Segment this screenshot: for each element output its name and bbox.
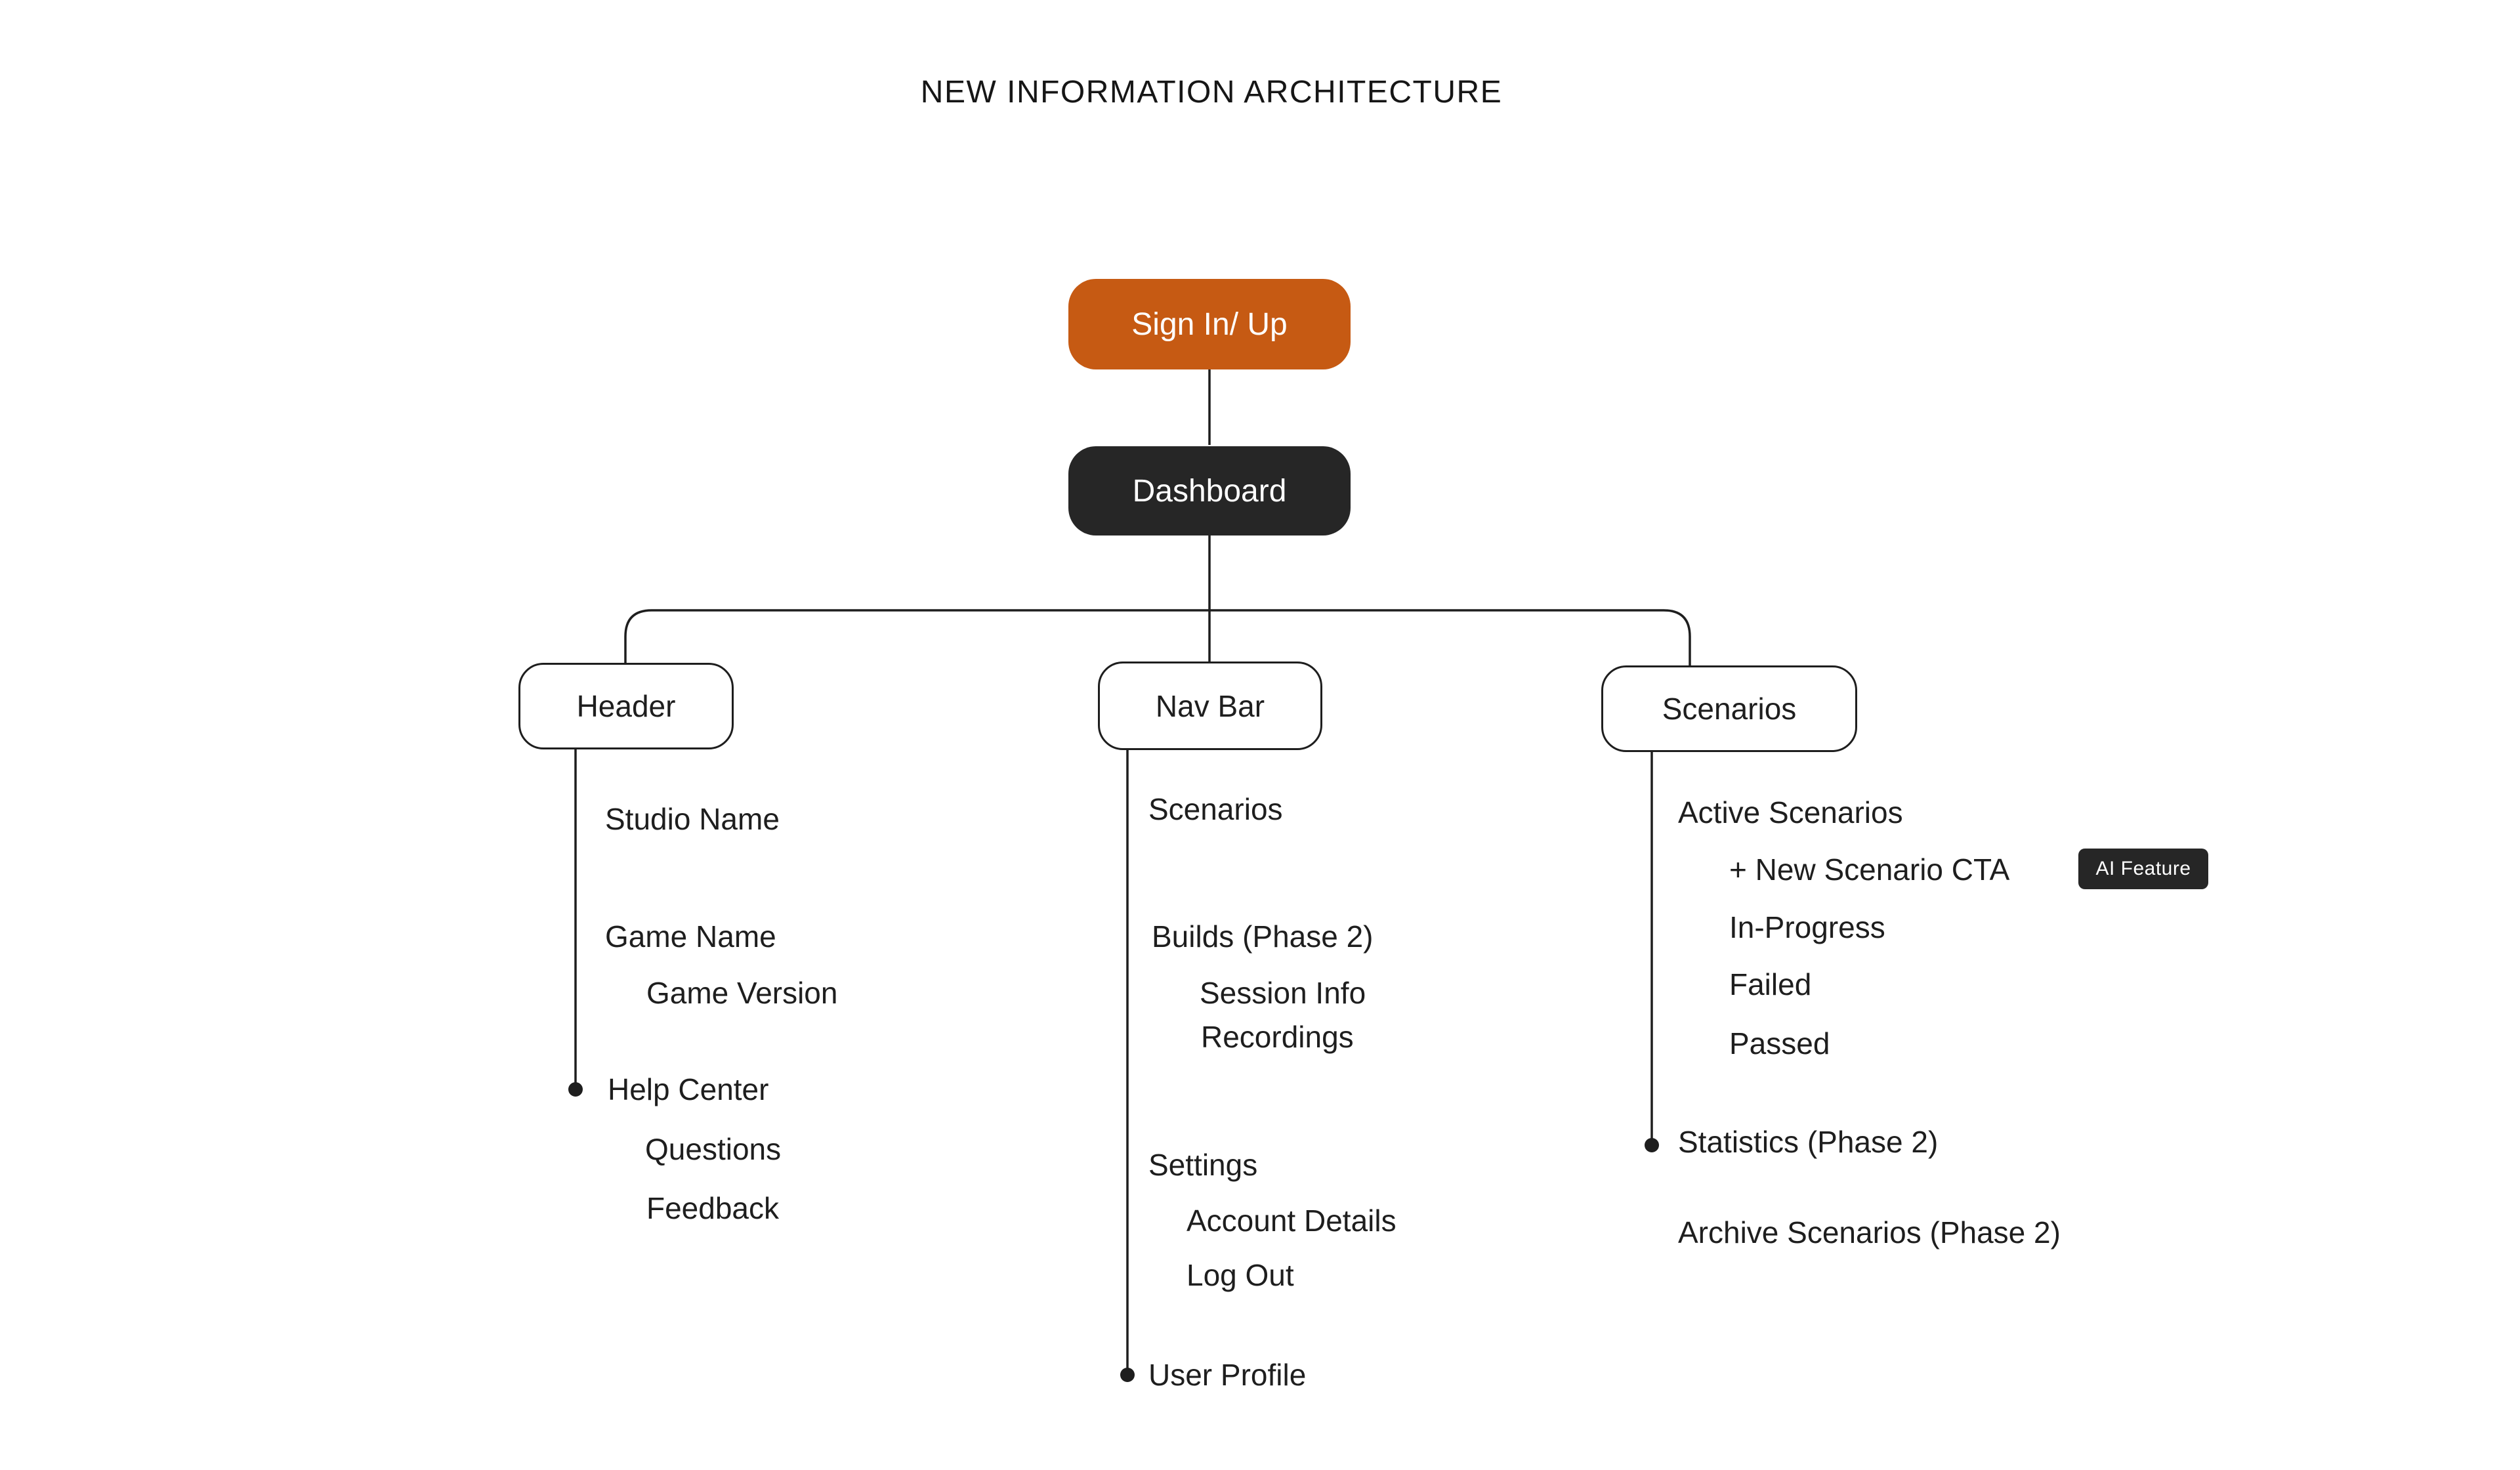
page-title: NEW INFORMATION ARCHITECTURE [920,75,1503,110]
item-passed: Passed [1729,1026,1830,1060]
ai-feature-badge: AI Feature [2078,849,2208,889]
item-builds: Builds (Phase 2) [1152,919,1374,954]
item-archive-scenarios: Archive Scenarios (Phase 2) [1678,1215,2061,1250]
sign-in-node[interactable]: Sign In/ Up [1068,279,1351,369]
item-user-profile: User Profile [1148,1358,1307,1392]
item-feedback: Feedback [646,1191,780,1225]
item-game-version: Game Version [646,976,838,1010]
item-new-scenario-cta[interactable]: + New Scenario CTA [1729,852,2010,887]
item-account-details: Account Details [1186,1204,1396,1238]
item-active-scenarios: Active Scenarios [1678,795,1903,830]
item-recordings: Recordings [1201,1020,1354,1054]
scenarios-node-label: Scenarios [1662,692,1797,726]
bullet-dot-user-profile [1120,1368,1135,1382]
scenarios-node[interactable]: Scenarios [1601,665,1857,752]
bullet-dot-statistics [1645,1138,1659,1152]
item-log-out: Log Out [1186,1258,1294,1292]
wire-branch-bracket [624,609,1691,665]
item-game-name: Game Name [605,919,776,954]
item-studio-name: Studio Name [605,802,780,836]
bullet-dot-help-center [568,1082,583,1097]
item-statistics: Statistics (Phase 2) [1678,1125,1939,1159]
item-help-center: Help Center [608,1072,769,1106]
item-settings: Settings [1148,1148,1258,1182]
item-session-info: Session Info [1200,976,1366,1010]
item-in-progress: In-Progress [1729,910,1885,944]
sign-in-label: Sign In/ Up [1131,306,1288,342]
item-questions: Questions [645,1132,782,1166]
header-node[interactable]: Header [518,663,734,749]
navbar-node-label: Nav Bar [1155,688,1265,723]
dashboard-label: Dashboard [1132,473,1287,509]
item-nav-scenarios: Scenarios [1148,792,1283,826]
dashboard-node[interactable]: Dashboard [1068,446,1351,536]
header-node-label: Header [576,689,676,723]
navbar-node[interactable]: Nav Bar [1098,662,1322,750]
ai-feature-badge-label: AI Feature [2095,858,2191,879]
item-failed: Failed [1729,967,1812,1001]
